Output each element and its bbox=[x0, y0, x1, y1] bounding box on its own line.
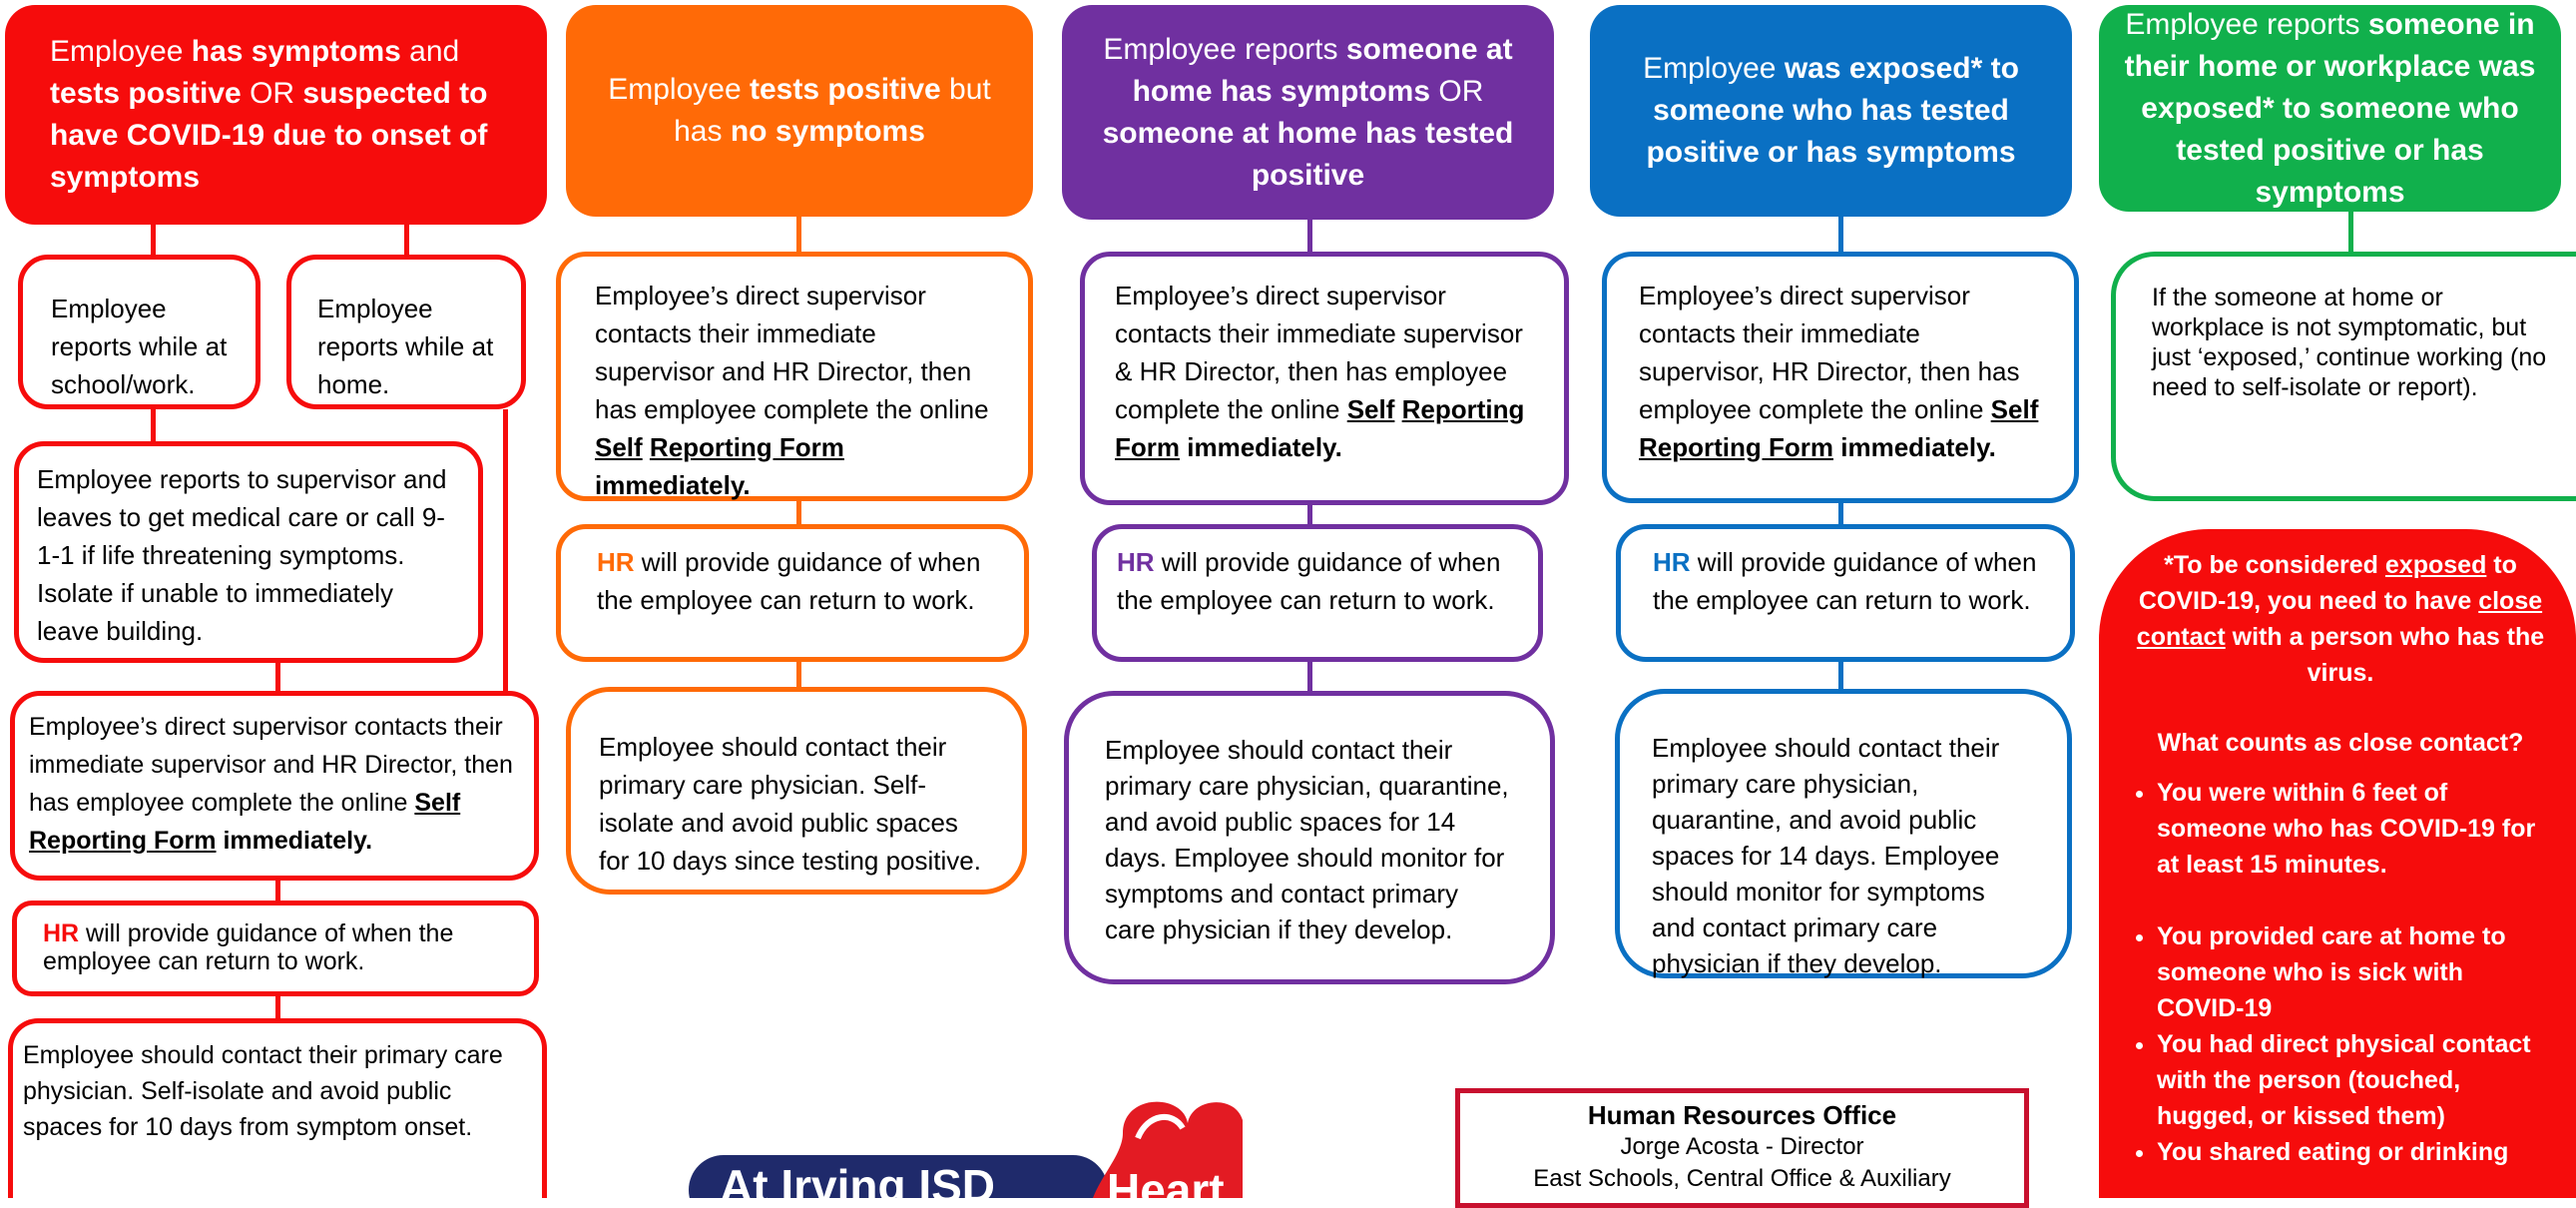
connector-line bbox=[275, 881, 280, 903]
list-item: You shared eating or drinking bbox=[2157, 1134, 2552, 1170]
self-reporting-form-link[interactable]: Reporting Form bbox=[1115, 394, 1525, 462]
hr-office-title: Human Resources Office bbox=[1587, 1100, 1897, 1130]
connector-line bbox=[2348, 212, 2353, 252]
connector-line bbox=[275, 663, 280, 693]
close-contact-list: You were within 6 feet of someone who ha… bbox=[2129, 775, 2552, 1170]
col5-header: Employee reports someone in their home o… bbox=[2099, 5, 2561, 212]
contact-physician-box: Employee should contact their primary ca… bbox=[566, 687, 1027, 895]
connector-line bbox=[796, 501, 801, 526]
col3-header: Employee reports someone at home has sym… bbox=[1062, 5, 1554, 220]
hr-office-area: East Schools, Central Office & Auxiliary bbox=[1533, 1165, 1951, 1192]
self-reporting-form-link[interactable]: Self Reporting Form bbox=[29, 789, 461, 855]
connector-line bbox=[151, 225, 156, 260]
reports-at-school-box: Employee reports while at school/work. bbox=[18, 255, 260, 409]
logo-text: At Irving ISD bbox=[720, 1160, 996, 1198]
hr-office-box: Human Resources Office Jorge Acosta - Di… bbox=[1455, 1088, 2029, 1208]
connector-line bbox=[1307, 220, 1312, 255]
exposed-definition: *To be considered exposed to COVID-19, y… bbox=[2136, 551, 2545, 687]
connector-line bbox=[796, 217, 801, 255]
irving-isd-heart-logo: At Irving ISD Heart bbox=[684, 1093, 1243, 1198]
reports-at-home-box: Employee reports while at home. bbox=[286, 255, 526, 409]
connector-line bbox=[1838, 503, 1843, 527]
hr-guidance-box: HR will provide guidance of when the emp… bbox=[1092, 524, 1543, 662]
col1-header: Employee has symptoms and tests positive… bbox=[5, 5, 547, 225]
hr-guidance-box: HR will provide guidance of when the emp… bbox=[12, 901, 539, 996]
connector-line bbox=[151, 409, 156, 444]
supervisor-contact-box: Employee’s direct supervisor contacts th… bbox=[10, 691, 539, 881]
close-contact-question: What counts as close contact? bbox=[2157, 729, 2524, 757]
connector-line bbox=[404, 225, 409, 260]
supervisor-contact-box: Employee’s direct supervisor contacts th… bbox=[556, 252, 1033, 501]
logo-word: Heart bbox=[1107, 1164, 1225, 1198]
list-item: You provided care at home to someone who… bbox=[2157, 918, 2552, 1026]
hr-guidance-box: HR will provide guidance of when the emp… bbox=[556, 524, 1029, 662]
connector-line bbox=[796, 662, 801, 690]
connector-line bbox=[275, 996, 280, 1018]
supervisor-contact-box: Employee’s direct supervisor contacts th… bbox=[1080, 252, 1569, 505]
col2-header: Employee tests positive but has no sympt… bbox=[566, 5, 1033, 217]
hr-guidance-box: HR will provide guidance of when the emp… bbox=[1616, 524, 2075, 662]
logo-graphic bbox=[689, 1101, 1243, 1198]
contact-physician-box: Employee should contact their primary ca… bbox=[8, 1018, 547, 1198]
supervisor-contact-box: Employee’s direct supervisor contacts th… bbox=[1602, 252, 2079, 503]
connector-line bbox=[1838, 217, 1843, 255]
connector-line bbox=[1307, 662, 1312, 694]
col4-header: Employee was exposed* to someone who has… bbox=[1590, 5, 2072, 217]
contact-physician-box: Employee should contact their primary ca… bbox=[1615, 689, 2072, 978]
connector-line bbox=[503, 409, 508, 694]
list-item: You were within 6 feet of someone who ha… bbox=[2157, 775, 2552, 883]
exposure-definition-panel: *To be considered exposed to COVID-19, y… bbox=[2099, 529, 2576, 1198]
contact-physician-box: Employee should contact their primary ca… bbox=[1064, 691, 1555, 984]
exposure-note-box: If the someone at home or workplace is n… bbox=[2111, 252, 2576, 501]
self-reporting-form-link[interactable]: Reporting Form bbox=[649, 432, 844, 462]
self-reporting-form-link[interactable]: Reporting Form bbox=[1639, 432, 1833, 462]
leaves-for-care-box: Employee reports to supervisor and leave… bbox=[14, 441, 483, 663]
connector-line bbox=[1307, 505, 1312, 527]
connector-line bbox=[1838, 662, 1843, 692]
list-item: You had direct physical contact with the… bbox=[2157, 1026, 2552, 1134]
hr-office-director: Jorge Acosta - Director bbox=[1620, 1133, 1864, 1160]
